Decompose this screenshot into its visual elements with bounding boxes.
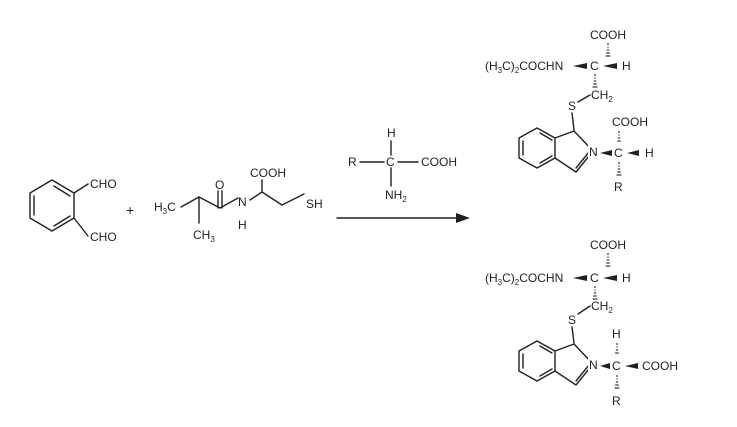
hashed-bond [616, 162, 622, 176]
r-label: R [348, 155, 357, 169]
h-upper-label: H [622, 59, 631, 73]
amino-acid: H R C COOH NH2 [348, 126, 457, 204]
wedge-bond [573, 63, 587, 69]
wedge-bond [625, 363, 638, 369]
h-label: H [387, 126, 396, 140]
plus-sign: + [126, 202, 134, 218]
h3c-label: H [154, 200, 163, 214]
wedge-bond [603, 63, 617, 69]
cooh-lower-label: COOH [612, 115, 648, 129]
cooh-label: COOH [250, 166, 286, 180]
h-lower-label: H [645, 146, 654, 160]
cooh-upper-label: COOH [590, 238, 626, 252]
n-label: N [589, 358, 598, 372]
wedge-bond [627, 150, 639, 156]
amide-n-label: N [238, 195, 247, 209]
wedge-bond [603, 275, 617, 281]
cooh-lower-label: COOH [642, 359, 678, 373]
c-upper-label: C [590, 271, 599, 285]
cho-top-label: CHO [90, 177, 117, 191]
svg-text:H3C: H3C [154, 200, 176, 216]
s-label: S [568, 99, 576, 113]
cooh-upper-label: COOH [590, 28, 626, 42]
hashed-bond [592, 286, 598, 300]
hashed-bond [617, 131, 621, 142]
c-label: C [386, 155, 395, 169]
product-top: COOH (H3C)2COCHN C H CH2 S [485, 28, 654, 194]
acyl-group-label: (H3C)2COCHN [485, 271, 563, 287]
h-upper-label: H [622, 271, 631, 285]
carbonyl-o-label: O [215, 178, 224, 192]
c-upper-label: C [590, 59, 599, 73]
n-label: N [589, 145, 598, 159]
amide-h-label: H [238, 218, 247, 232]
c-lower-label: C [614, 146, 623, 160]
wedge-bond [600, 363, 610, 369]
hashed-bond [614, 375, 620, 389]
reaction-arrow [336, 213, 470, 223]
hashed-bond [615, 343, 619, 354]
nh2-label: NH2 [385, 188, 407, 204]
s-label: S [568, 313, 576, 327]
hashed-bond [605, 43, 611, 57]
wedge-bond [573, 275, 587, 281]
hashed-bond [605, 253, 611, 267]
r-label: R [612, 394, 621, 408]
wedge-bond [600, 150, 612, 156]
acyl-group-label: (H3C)2COCHN [485, 59, 563, 75]
r-label: R [614, 180, 623, 194]
ch2-label: CH2 [591, 88, 613, 104]
ch3-label: CH3 [193, 228, 215, 244]
h-lower-label: H [612, 327, 621, 341]
c-lower-label: C [612, 359, 621, 373]
isobutyryl-cysteine: H3C CH3 O N H COOH SH [154, 166, 323, 244]
product-bottom: COOH (H3C)2COCHN C H CH2 S [485, 238, 678, 408]
cooh-label: COOH [421, 155, 457, 169]
phthalaldehyde: CHO CHO [29, 177, 117, 244]
ch2-label: CH2 [591, 299, 613, 315]
cho-bottom-label: CHO [90, 230, 117, 244]
thiol-label: SH [306, 197, 323, 211]
hashed-bond [592, 74, 598, 88]
